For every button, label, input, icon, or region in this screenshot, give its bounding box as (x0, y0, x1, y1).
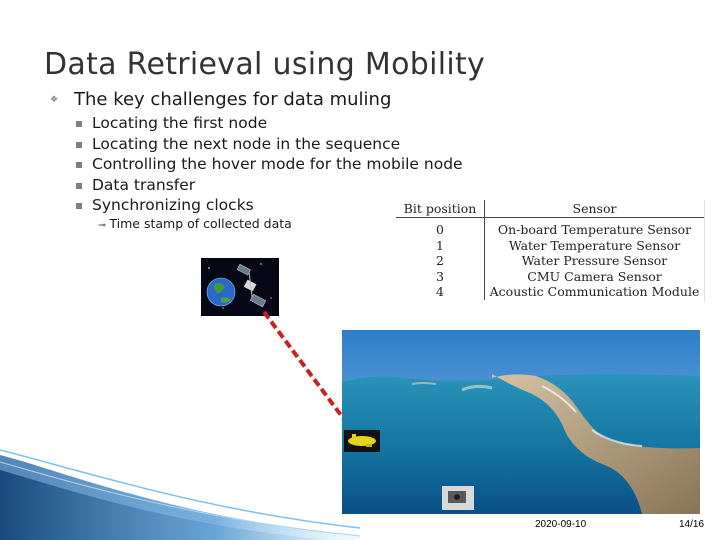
square-bullet-icon (76, 182, 82, 189)
table-row: 1 Water Temperature Sensor (396, 237, 704, 253)
bullet-icon: ❖ (50, 95, 59, 105)
table-header-sensor: Sensor (484, 200, 704, 218)
satellite-icon (201, 258, 279, 316)
table-header-bit-position: Bit position (396, 200, 485, 218)
arrow-bullet-icon: ➟ (98, 220, 107, 231)
slide-title: Data Retrieval using Mobility (44, 47, 486, 82)
page-number: 14/16 (679, 519, 705, 530)
sensor-node-icon (442, 486, 474, 510)
square-bullet-icon (76, 141, 82, 148)
square-bullet-icon (76, 203, 82, 209)
square-bullet-icon (76, 121, 82, 127)
table-row: 0 On-board Temperature Sensor (396, 217, 704, 238)
coastline-photo (342, 330, 700, 514)
table-row: 4 Acoustic Communication Module (396, 284, 704, 300)
sensor-table: Bit position Sensor 0 On-board Temperatu… (396, 200, 705, 302)
square-bullet-icon (76, 162, 82, 168)
sub-sub-bullet-text: Time stamp of collected data (109, 216, 292, 231)
footer-date: 2020-09-10 (535, 519, 587, 530)
main-bullet-text: The key challenges for data muling (74, 89, 392, 110)
underwater-robot-icon (344, 430, 380, 452)
decorative-swoosh (0, 449, 360, 540)
table-row: 3 CMU Camera Sensor (396, 268, 704, 284)
table-row: 2 Water Pressure Sensor (396, 253, 704, 269)
satellite-image (201, 258, 279, 316)
sub-sub-bullet: ➟Time stamp of collected data (98, 216, 292, 231)
